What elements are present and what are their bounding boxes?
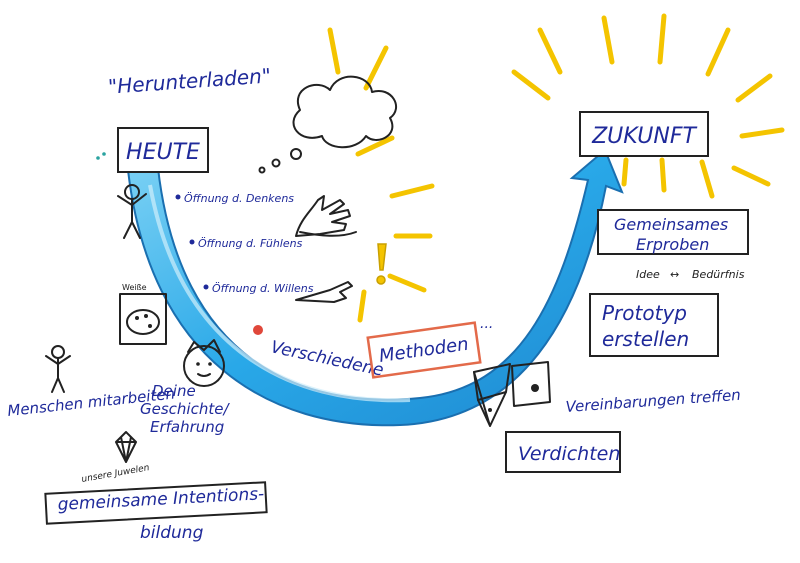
u-arrow (126, 148, 624, 427)
story-line-1: Deine (152, 382, 196, 400)
opening-bullet (203, 284, 209, 290)
hands-icon (295, 195, 357, 237)
story-line-3: Erfahrung (150, 418, 224, 436)
opening-feeling: Öffnung d. Fühlens (198, 237, 303, 250)
methods-box (366, 321, 482, 379)
palette-frame (119, 293, 167, 345)
palette-icon (126, 309, 160, 335)
today-label: HEUTE (126, 140, 200, 165)
try-together-line-2: Erproben (636, 235, 709, 254)
future-label: ZUKUNFT (591, 124, 697, 149)
prototype-box (589, 293, 719, 357)
stick-figure-icon (45, 345, 71, 393)
prototype-line-2: erstellen (602, 327, 689, 351)
methods-ellipsis: ... (480, 316, 493, 332)
sun-rays-icon (511, 13, 785, 199)
diamond-icon (115, 431, 137, 463)
crowned-face-icon (183, 339, 225, 387)
opening-bullet (189, 239, 195, 245)
marker-dot (102, 152, 106, 156)
stick-figure-icon (117, 184, 147, 239)
need-label: Bedürfnis (692, 268, 745, 281)
try-together-line-1: Gemeinsames (614, 215, 728, 234)
network-cube-icon (473, 361, 551, 427)
idea-label: Idee (636, 268, 660, 281)
opening-bullet (175, 194, 181, 200)
agreements-label: Vereinbarungen treffen (565, 386, 741, 416)
prototype-line-1: Prototyp (602, 301, 687, 325)
palette-caption: Weiße (122, 283, 147, 292)
jewel-label: unsere Juwelen (81, 463, 151, 485)
methods-label: Methoden (378, 334, 470, 367)
today-box (117, 127, 209, 173)
opening-thinking: Öffnung d. Denkens (184, 192, 294, 205)
opening-will: Öffnung d. Willens (212, 282, 314, 295)
insight-rays-icon (327, 27, 435, 323)
exclamation-icon (376, 243, 387, 285)
marker-dot (96, 156, 100, 160)
condense-box (505, 431, 621, 473)
future-box (579, 111, 709, 157)
condense-label: Verdichten (518, 443, 620, 465)
thought-bubbles-icon (258, 148, 302, 174)
story-line-2: Geschichte/ (140, 400, 230, 418)
downloading-label: "Herunterladen" (107, 63, 271, 98)
intention-line-2: bildung (140, 523, 204, 543)
cloud-icon (292, 75, 397, 149)
try-together-box (597, 209, 749, 255)
methods-dot (253, 325, 263, 335)
idea-need-arrow: ↔ (670, 268, 679, 281)
pointing-hand-icon (295, 281, 353, 303)
intention-box (44, 481, 268, 525)
